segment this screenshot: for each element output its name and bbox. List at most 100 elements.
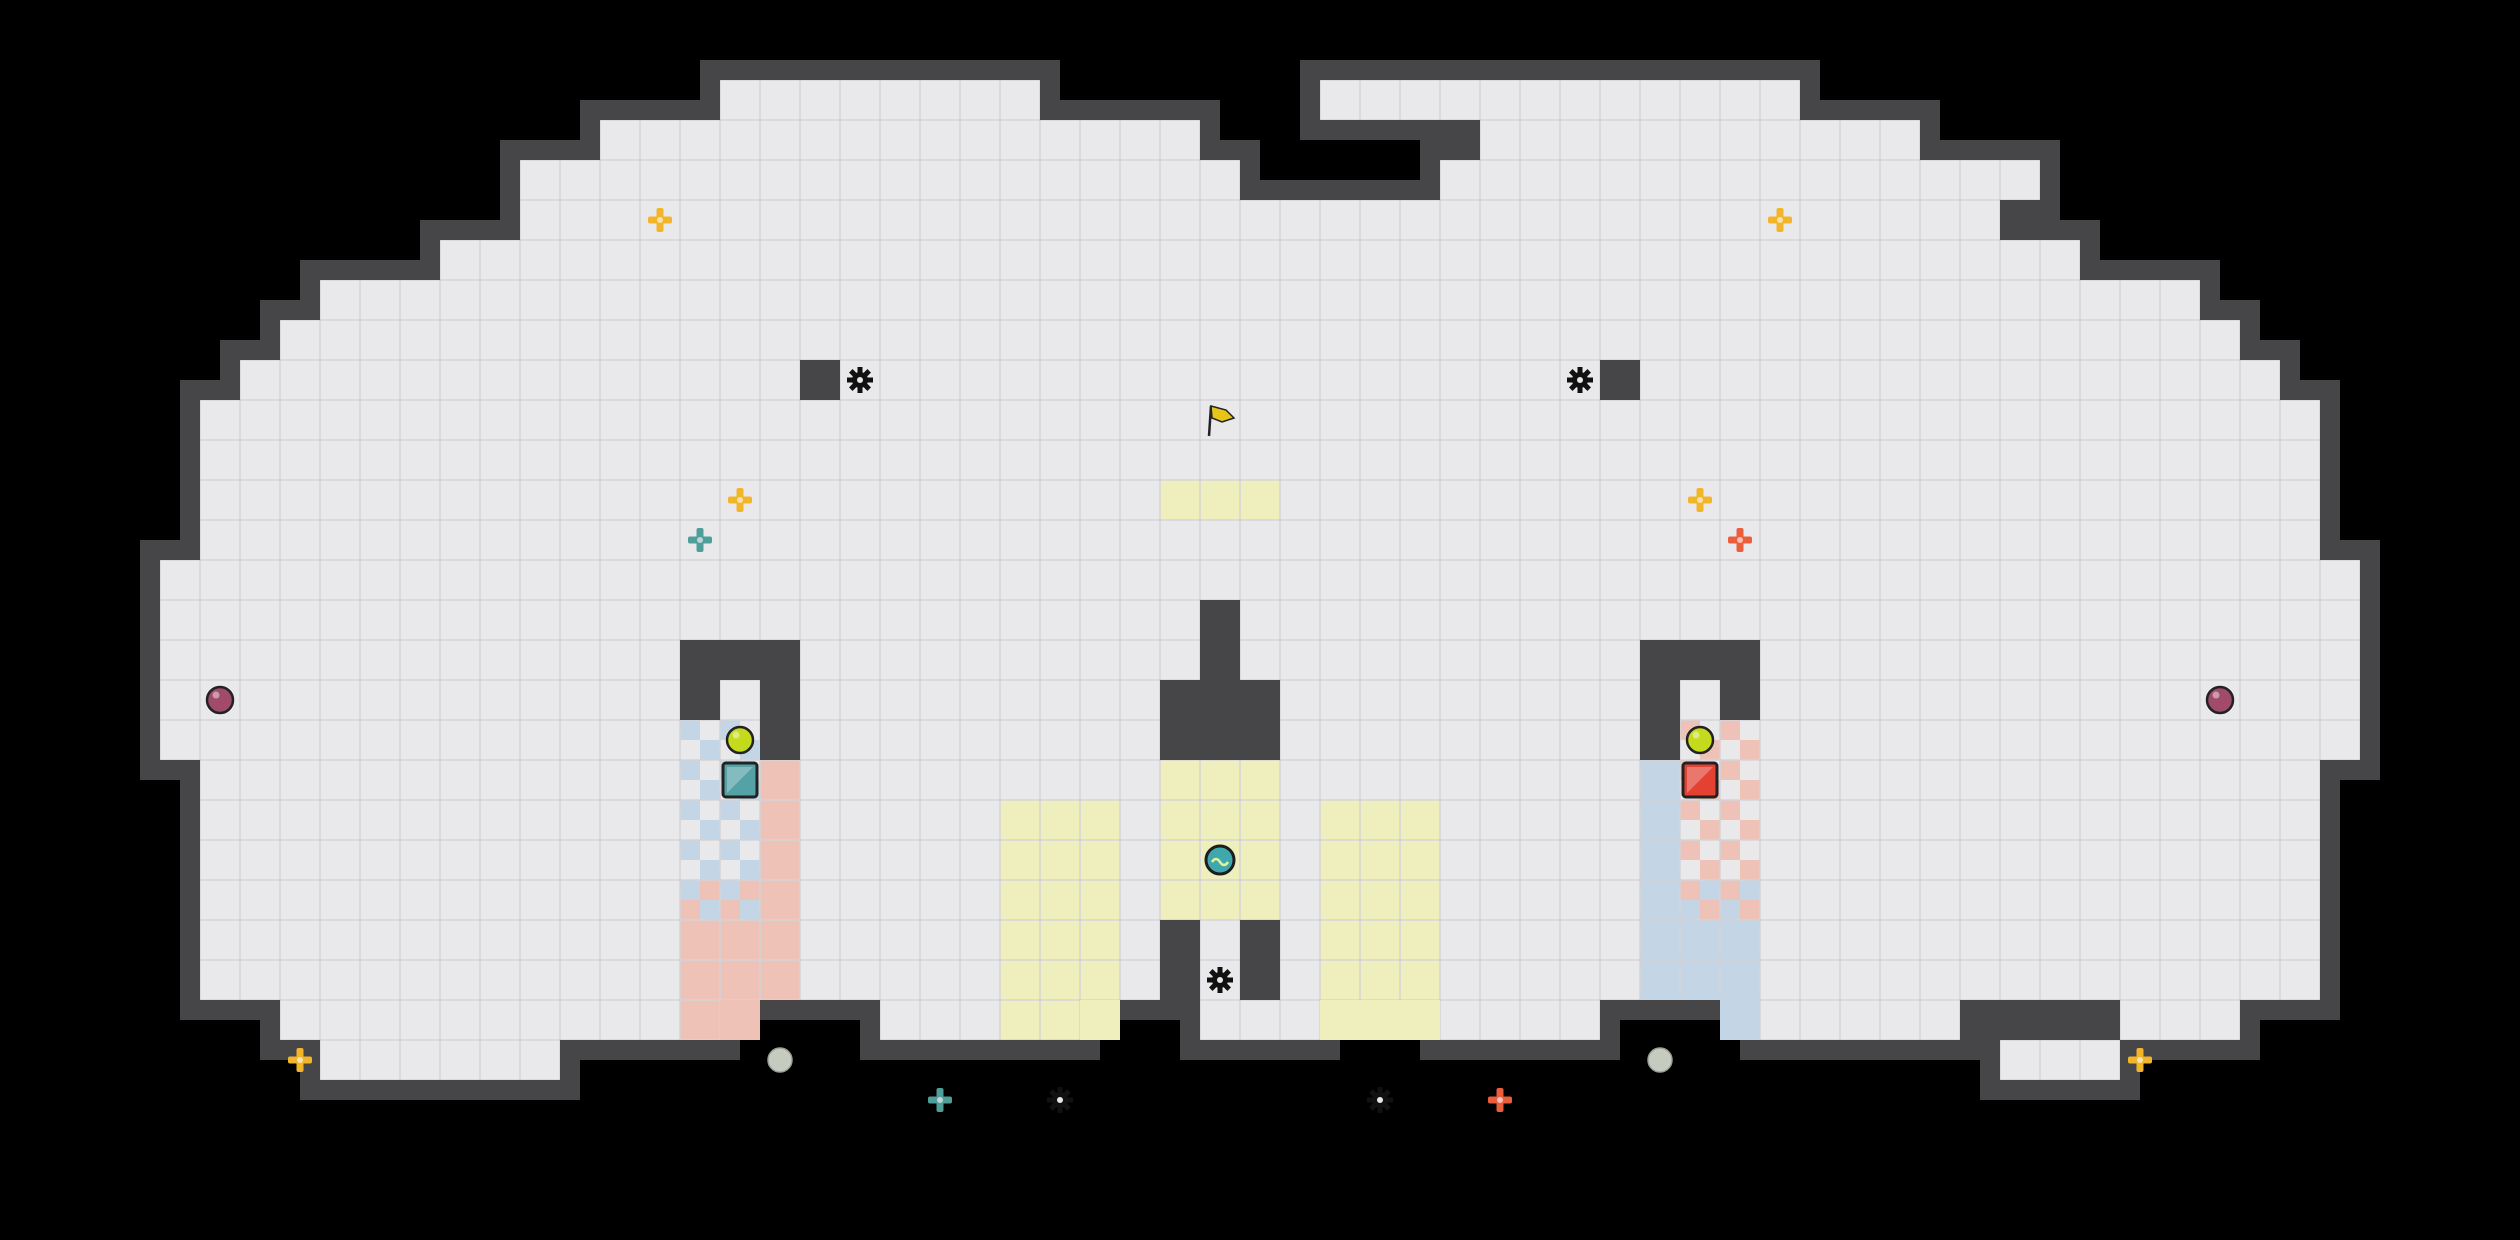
pickup-yellow-core (737, 497, 743, 503)
pickup-yellow[interactable] (288, 1048, 312, 1072)
red-checker-right (1700, 820, 1720, 840)
player-ball-stripe (1210, 857, 1230, 867)
gray-marker (1647, 1047, 1673, 1073)
red-checker-right (1720, 840, 1740, 860)
blue-checker-left (680, 720, 700, 740)
gear-hazard (847, 367, 873, 393)
left-hook-wall (760, 720, 800, 760)
orb-purple[interactable] (205, 685, 235, 715)
gray-marker (767, 1047, 793, 1073)
center-pillar (1200, 640, 1240, 680)
yellow-strip-top (1160, 480, 1200, 520)
pickup-red-core (1737, 537, 1743, 543)
right-hook-wall (1640, 640, 1680, 680)
blue-checker-left (700, 860, 720, 880)
blue-checker-left (740, 860, 760, 880)
floor-strip (1480, 120, 1920, 160)
pickup-yellow[interactable] (648, 208, 672, 232)
floor-strip (200, 440, 2320, 480)
pickup-teal-core (697, 537, 703, 543)
pickup-yellow-core (2137, 1057, 2143, 1063)
pickup-yellow[interactable] (1768, 208, 1792, 232)
pickup-yellow-core (1697, 497, 1703, 503)
cube-red-body (1681, 761, 1719, 799)
pickup-yellow[interactable] (1688, 488, 1712, 512)
left-hook-wall (680, 680, 720, 720)
gear-hazard (1367, 1087, 1393, 1113)
gear-hazard-hole (1377, 1097, 1383, 1103)
blue-checker-left (700, 780, 720, 800)
orb-purple-body (2205, 685, 2235, 715)
center-drain-wall (1160, 920, 1200, 960)
gear-hazard-hole (1217, 977, 1223, 983)
right-hook-wall (1720, 640, 1760, 680)
gear-hazard (1207, 967, 1233, 993)
center-pillar (1160, 720, 1200, 760)
pickup-yellow[interactable] (728, 488, 752, 512)
red-checker-right (1740, 860, 1760, 880)
blue-checker-left (740, 820, 760, 840)
player-ball[interactable] (1204, 844, 1236, 876)
orb-lime[interactable] (1685, 725, 1715, 755)
pickup-yellow-core (297, 1057, 303, 1063)
center-pillar (1240, 680, 1280, 720)
gear-hazard-tooth (857, 385, 863, 393)
left-hook-wall (720, 640, 760, 680)
red-checker-right (1720, 760, 1740, 780)
red-checker-right (1680, 800, 1700, 820)
yellow-strip-top (1240, 480, 1280, 520)
cube-teal[interactable] (721, 761, 759, 799)
goal-flag[interactable] (1207, 405, 1236, 437)
orb-purple[interactable] (2205, 685, 2235, 715)
floor-strip (600, 120, 1200, 160)
gear-hazard (1047, 1087, 1073, 1113)
pickup-red[interactable] (1488, 1088, 1512, 1112)
blue-checker-left (740, 900, 760, 920)
center-drain-wall (1240, 920, 1280, 960)
floor-strip (2000, 1040, 2120, 1080)
floor-strip (520, 200, 2000, 240)
pickup-teal[interactable] (688, 528, 712, 552)
gear-hazard-tooth (1377, 1105, 1383, 1113)
floor-strip (440, 240, 2080, 280)
floor-strip (160, 640, 2360, 680)
blue-checker-left (700, 820, 720, 840)
gear-hazard-tooth (1217, 985, 1223, 993)
orb-lime-body (725, 725, 755, 755)
pickup-yellow[interactable] (2128, 1048, 2152, 1072)
gear-hazard-tooth (1577, 385, 1583, 393)
blue-checker-left (720, 840, 740, 860)
gear-hazard-tooth (1057, 1087, 1063, 1095)
floor-strip (240, 360, 2280, 400)
yellow-strip-top (1200, 480, 1240, 520)
left-hook-wall (760, 680, 800, 720)
gear-hazard-hole (1057, 1097, 1063, 1103)
red-checker-right (1680, 840, 1700, 860)
blue-checker-left (680, 760, 700, 780)
gear-hazard (1567, 367, 1593, 393)
floor-strip (2120, 1000, 2240, 1040)
pickup-red[interactable] (1728, 528, 1752, 552)
blue-zone-right-bottom (1720, 1000, 1760, 1040)
blue-checker-left (680, 880, 700, 900)
floor-strip (1760, 1000, 1960, 1040)
blue-checker-left (680, 840, 700, 860)
right-hook-wall (1680, 640, 1720, 680)
right-hook-wall (1640, 680, 1680, 720)
orb-lime[interactable] (725, 725, 755, 755)
blue-checker-left (700, 900, 720, 920)
pickup-yellow-core (657, 217, 663, 223)
cube-teal-body (721, 761, 759, 799)
orb-purple-shine (2212, 691, 2220, 699)
floor-strip (200, 520, 2320, 560)
blue-checker-left (720, 880, 740, 900)
gear-hazard-tooth (1377, 1087, 1383, 1095)
cube-red[interactable] (1681, 761, 1719, 799)
red-checker-right (1720, 800, 1740, 820)
cube-teal-shine (727, 767, 753, 793)
pickup-teal[interactable] (928, 1088, 952, 1112)
red-checker-right (1740, 900, 1760, 920)
center-pillar (1200, 680, 1240, 720)
